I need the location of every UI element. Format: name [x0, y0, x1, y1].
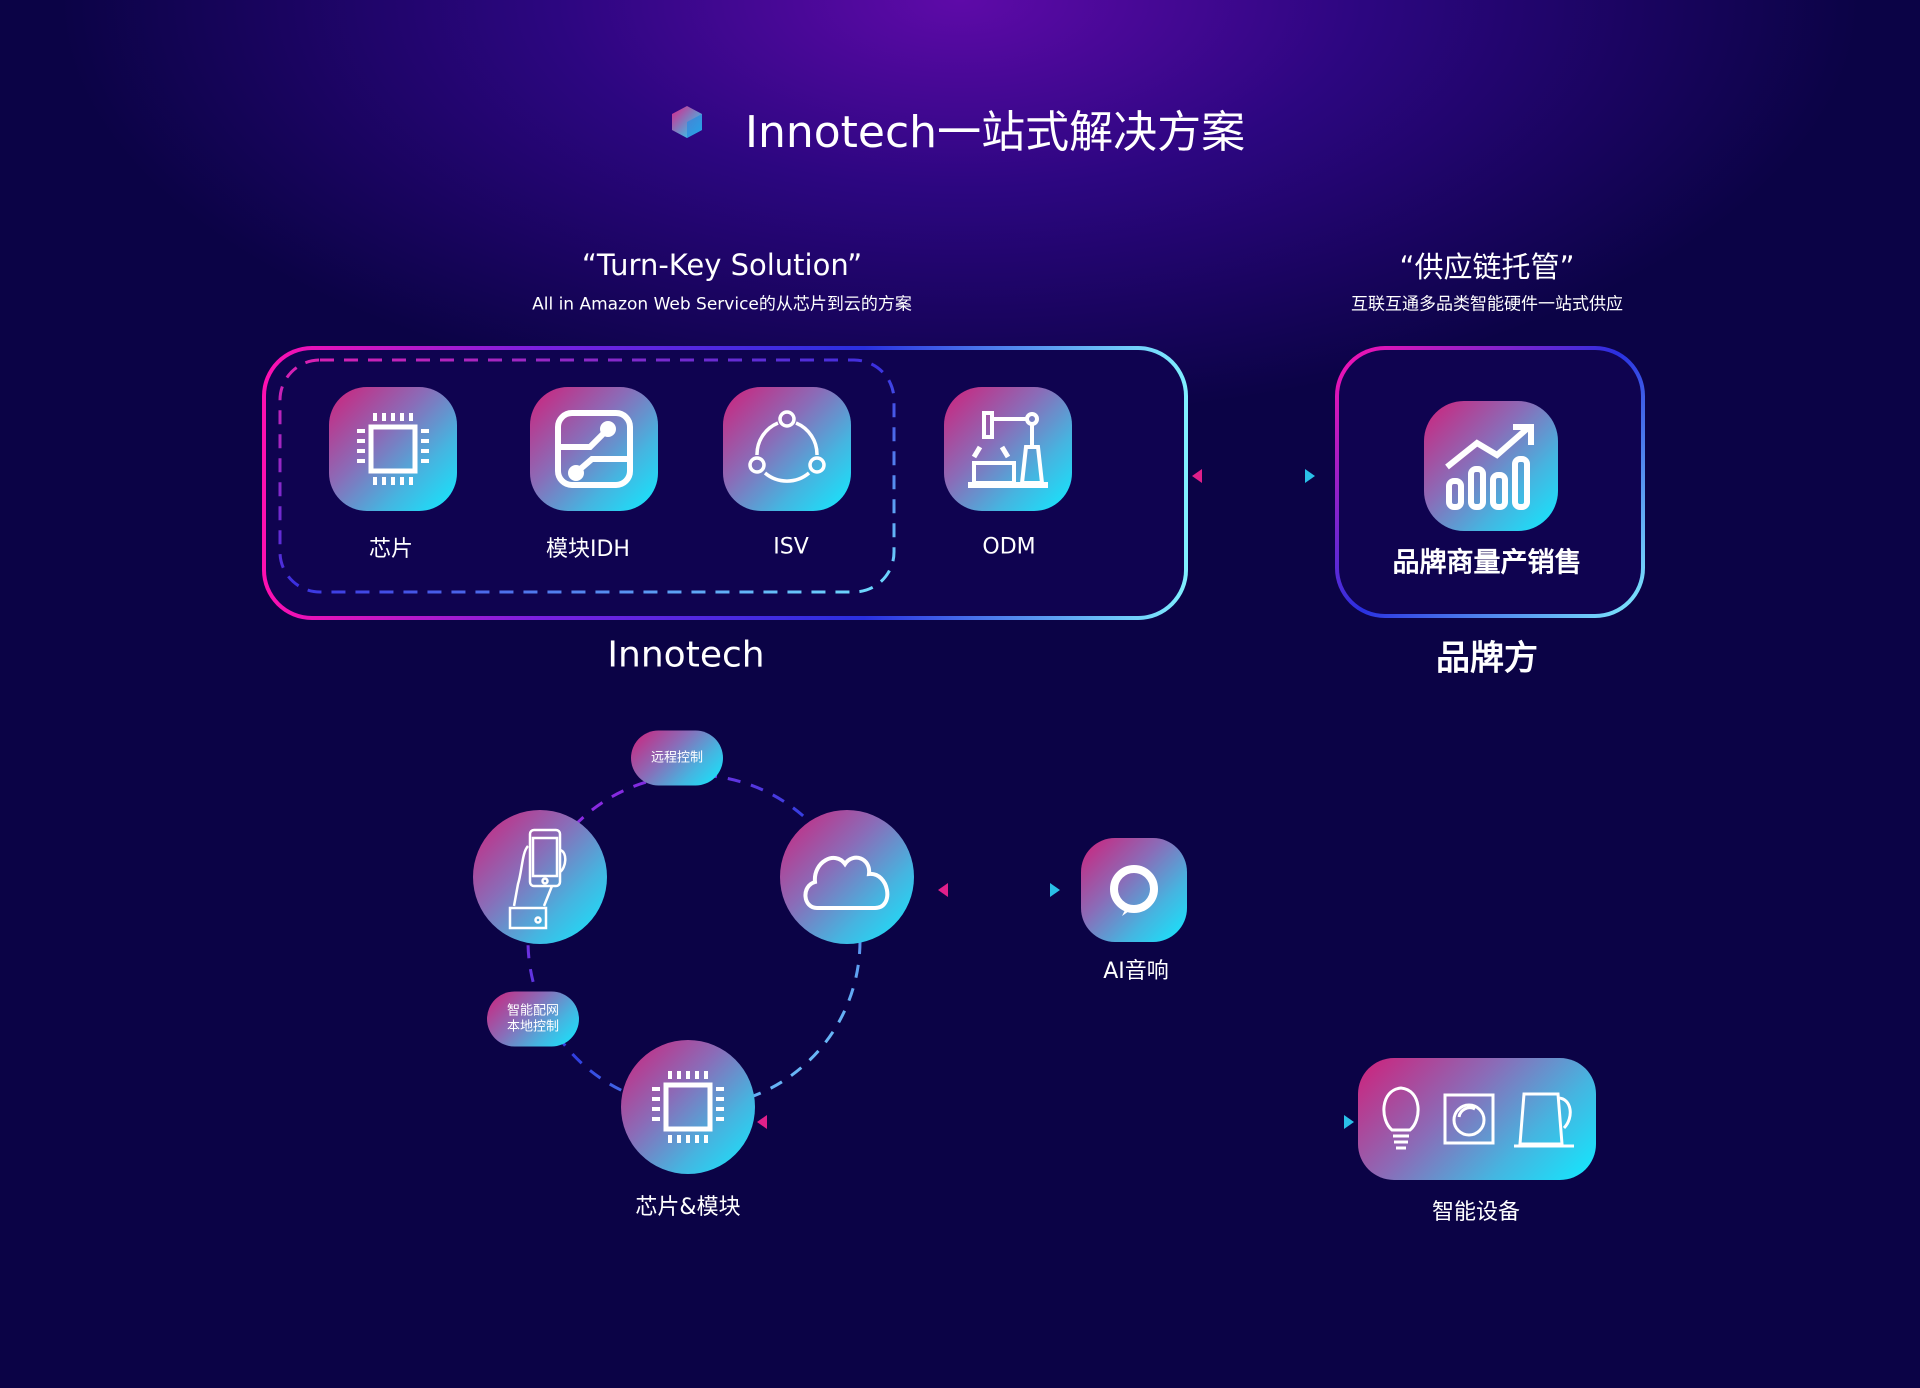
alexa-ring-icon [1110, 865, 1158, 916]
chip-icon [357, 413, 429, 485]
local-control-badge: 智能配网 本地控制 [487, 991, 579, 1047]
chip-tile [329, 387, 457, 511]
turnkey-dashed-group [278, 358, 896, 594]
hand-phone-icon [508, 828, 567, 930]
supply-heading: “供应链托管” [1399, 250, 1575, 284]
supply-subtitle: 互联互通多品类智能硬件一站式供应 [1351, 294, 1623, 315]
module-circuit-icon [555, 410, 633, 488]
item-label-odm: ODM [982, 534, 1036, 560]
chip-module-label: 芯片&模块 [635, 1195, 741, 1220]
item-label-module: 模块IDH [546, 537, 630, 562]
kettle-icon [1514, 1092, 1575, 1148]
growth-chart-icon [1445, 424, 1534, 510]
hexagon-logo-icon [672, 106, 702, 138]
module-tile [530, 387, 658, 511]
ai-speaker-tile [1081, 838, 1187, 942]
arrow-innotech-brand [1192, 469, 1315, 483]
isv-tile [723, 387, 851, 511]
local-control-line1: 智能配网 [506, 1003, 559, 1018]
arrow-chip-devices [757, 1115, 1354, 1129]
factory-robot-arm-icon [968, 411, 1048, 488]
page-title: Innotech一站式解决方案 [745, 107, 1246, 158]
item-label-chip: 芯片 [368, 537, 414, 562]
brand-tile [1424, 401, 1558, 531]
cloud-icon [803, 855, 890, 910]
light-bulb-icon [1382, 1086, 1420, 1150]
cloud-node [780, 810, 914, 944]
smart-devices-tile [1358, 1058, 1596, 1180]
turnkey-subtitle: All in Amazon Web Service的从芯片到云的方案 [532, 294, 912, 315]
remote-control-badge: 远程控制 [631, 730, 723, 786]
brand-label: 品牌方 [1436, 638, 1538, 679]
arrow-cloud-ai [938, 883, 1060, 897]
chip-module-node [621, 1040, 755, 1174]
phone-node [473, 810, 607, 944]
ai-speaker-label: AI音响 [1103, 959, 1169, 984]
odm-tile [944, 387, 1072, 511]
innotech-label: Innotech [607, 634, 765, 676]
washing-machine-icon [1443, 1093, 1495, 1145]
chip-icon [652, 1071, 724, 1143]
item-label-isv: ISV [773, 534, 809, 560]
share-nodes-icon [748, 410, 826, 483]
turnkey-heading: “Turn-Key Solution” [581, 248, 863, 282]
smart-devices-label: 智能设备 [1431, 1200, 1521, 1225]
local-control-line2: 本地控制 [506, 1019, 559, 1034]
brand-item-label: 品牌商量产销售 [1392, 547, 1582, 579]
remote-control-label: 远程控制 [650, 750, 703, 765]
